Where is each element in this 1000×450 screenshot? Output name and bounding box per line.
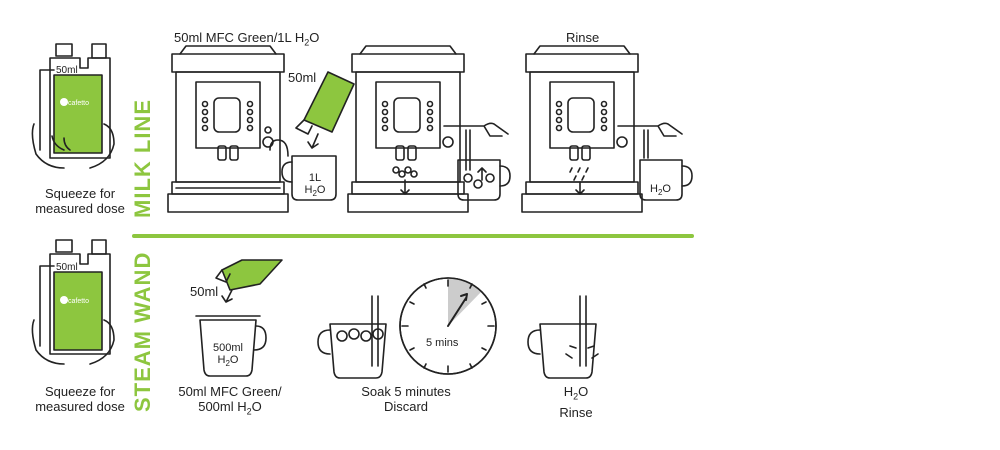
jug-1l-icon (269, 139, 337, 201)
step-title: 50ml MFC Green/1L H2O (174, 30, 320, 48)
coffee-machine-icon (521, 45, 643, 213)
bottle-logo: cafetto (68, 100, 90, 107)
jug-water-icon (639, 159, 693, 201)
bottle-dose-mark: 50ml (56, 65, 78, 76)
jug-volume-label: 500ml H2O (213, 342, 243, 369)
bottle-logo: cafetto (68, 298, 90, 305)
timer-icon (399, 277, 497, 375)
hand-tube-icon (617, 122, 683, 159)
bottle-caption: Squeeze for measured dose (35, 384, 125, 414)
step-title: Rinse (566, 30, 600, 45)
step-caption: 50ml MFC Green/ 500ml H2O (178, 384, 282, 417)
pour-pouch-icon (215, 259, 283, 303)
bottle-caption: Squeeze for measured dose (35, 186, 125, 216)
pour-pouch-icon (295, 71, 355, 149)
squeeze-bottle-icon (31, 239, 115, 365)
jug-volume-label: 1L H2O (304, 172, 326, 199)
pour-amount-label: 50ml (190, 284, 219, 299)
step-caption: H2O Rinse (559, 384, 593, 420)
jug-foam-icon (457, 159, 511, 201)
bottle-dose-mark: 50ml (56, 262, 78, 273)
jug-content-label: H2O (650, 183, 671, 198)
timer-label: 5 mins (426, 337, 459, 349)
hand-tube-icon (443, 122, 509, 171)
coffee-machine-icon (347, 45, 469, 213)
jug-rinse-icon (527, 295, 599, 379)
row-label-steam-wand: STEAM WAND (130, 251, 155, 412)
jug-soak-icon (317, 295, 387, 379)
step-caption: Soak 5 minutes Discard (361, 384, 451, 414)
row-label-milk-line: MILK LINE (130, 99, 155, 218)
jug-500ml-icon (195, 315, 267, 377)
squeeze-bottle-icon (31, 43, 115, 169)
pour-amount-label: 50ml (288, 70, 317, 85)
coffee-machine-icon (167, 45, 289, 213)
